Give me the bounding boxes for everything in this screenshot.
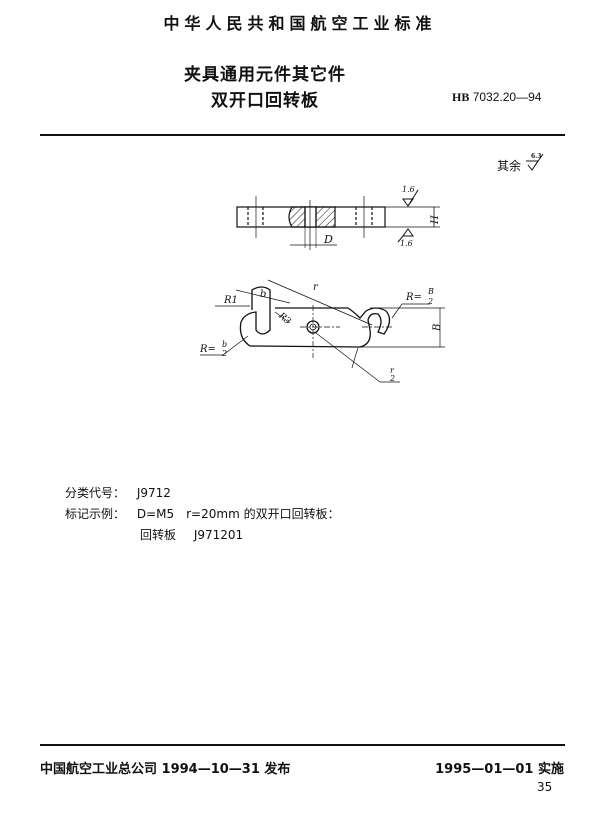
top-view	[200, 279, 445, 383]
r-b2-numerator: B	[427, 287, 434, 296]
dim-h-label: H	[430, 215, 441, 225]
header-title: 中华人民共和国航空工业标准	[163, 14, 437, 33]
marking-label: 标记示例：	[65, 507, 126, 521]
marking-name: 回转板	[140, 528, 177, 542]
roughness-rest-label: 其余	[497, 159, 522, 173]
r-sb2-prefix: R=	[199, 344, 216, 355]
roughness-symbol-icon: 6.3	[525, 153, 544, 171]
r-sb2-numerator: b	[222, 340, 227, 349]
side-view	[236, 189, 440, 250]
r-b2-denominator: 2	[427, 297, 433, 306]
marking-row-2: 回转板 J971201	[140, 526, 243, 543]
footer-issued: 中国航空工业总公司 1994—10—31 发布	[40, 762, 291, 777]
classification-label: 分类代号：	[65, 486, 126, 500]
marking-row: 标记示例： D=M5 r=20mm 的双开口回转板：	[65, 505, 340, 522]
technical-drawing: 1.6 1.6 H D R1 b r	[199, 185, 445, 383]
b-label: b	[260, 289, 266, 300]
r-half-numerator: r	[390, 366, 395, 375]
roughness-rest: 其余 6.3	[497, 152, 547, 174]
r3-label: R3	[276, 310, 293, 327]
r-b2-prefix: R=	[405, 292, 422, 303]
standard-code: 7032.20—94	[472, 90, 542, 104]
classification-value: J9712	[136, 486, 171, 500]
footer-effective: 1995—01—01 实施	[435, 762, 564, 777]
header-rule	[40, 134, 565, 136]
doc-title-line1: 夹具通用元件其它件	[184, 65, 346, 85]
marking-code: J971201	[193, 528, 244, 542]
doc-title-line2: 双开口回转板	[211, 91, 319, 111]
marking-example: D=M5 r=20mm 的双开口回转板：	[136, 507, 340, 521]
r-half-denominator: 2	[389, 374, 395, 383]
dim-b-label: B	[432, 324, 443, 332]
standard-prefix: HB	[452, 90, 470, 104]
classification-row: 分类代号： J9712	[65, 484, 171, 501]
roughness-top-label: 1.6	[402, 185, 415, 194]
dim-d-label: D	[323, 233, 333, 246]
standard-number: HB 7032.20—94	[452, 90, 541, 105]
r1-label: R1	[223, 295, 238, 306]
r-label: r	[313, 282, 319, 293]
page-number: 35	[537, 780, 553, 794]
r-sb2-denominator: 2	[221, 349, 227, 358]
roughness-bottom-label: 1.6	[400, 239, 413, 248]
footer-rule	[40, 744, 565, 746]
roughness-value: 6.3	[531, 153, 541, 160]
